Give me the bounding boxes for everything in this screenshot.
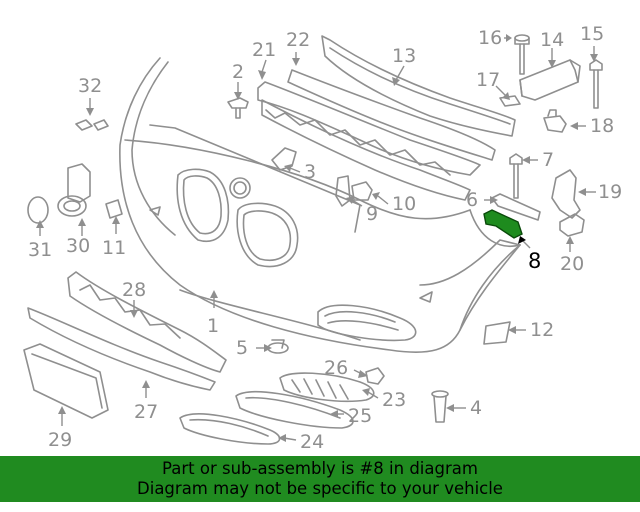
banner-line-2: Diagram may not be specific to your vehi… bbox=[137, 479, 503, 498]
callout-20: 20 bbox=[560, 253, 584, 275]
callout-1: 1 bbox=[207, 315, 219, 337]
callout-9: 9 bbox=[366, 203, 378, 225]
rivet-4 bbox=[431, 390, 449, 423]
strip-27 bbox=[27, 307, 216, 391]
callout-17: 17 bbox=[476, 69, 500, 91]
parts-diagram: 1 2 3 4 5 6 7 8 9 10 11 12 13 14 15 16 1… bbox=[23, 23, 622, 453]
callout-7: 7 bbox=[542, 149, 554, 171]
bracket-19 bbox=[551, 169, 581, 219]
plate-29 bbox=[23, 343, 109, 419]
callout-12: 12 bbox=[530, 319, 554, 341]
trim-25 bbox=[235, 390, 354, 429]
leader-lines bbox=[36, 34, 598, 442]
callout-24: 24 bbox=[300, 431, 324, 453]
callout-29: 29 bbox=[48, 429, 72, 451]
callout-30: 30 bbox=[66, 235, 90, 257]
callout-26: 26 bbox=[324, 357, 348, 379]
bracket-3 bbox=[271, 147, 297, 171]
reinforcement-bar bbox=[321, 35, 516, 137]
callout-21: 21 bbox=[252, 39, 276, 61]
cover-12 bbox=[483, 321, 511, 345]
tape-11 bbox=[105, 199, 123, 219]
clip-17 bbox=[499, 95, 521, 107]
callout-31: 31 bbox=[28, 239, 52, 261]
part-8-highlighted bbox=[483, 209, 523, 239]
banner-line-1: Part or sub-assembly is #8 in diagram bbox=[162, 459, 478, 478]
callout-32: 32 bbox=[78, 75, 102, 97]
bolt-16 bbox=[514, 34, 530, 75]
clip-10 bbox=[351, 181, 373, 201]
lower-trim-28 bbox=[67, 271, 227, 373]
bracket-14 bbox=[519, 59, 581, 101]
nut-18 bbox=[543, 109, 567, 133]
clip-26 bbox=[365, 367, 385, 385]
sensor-30 bbox=[57, 163, 91, 217]
callout-28: 28 bbox=[122, 279, 146, 301]
ring-31 bbox=[27, 196, 49, 224]
bolt-15 bbox=[589, 59, 603, 109]
upper-carrier bbox=[257, 69, 496, 201]
trim-24 bbox=[179, 413, 281, 445]
grommet-32 bbox=[75, 119, 109, 131]
callout-11: 11 bbox=[102, 237, 126, 259]
clip-20 bbox=[559, 213, 585, 237]
callout-13: 13 bbox=[392, 45, 416, 67]
bar-6 bbox=[491, 193, 541, 221]
clip-5 bbox=[267, 339, 289, 354]
callout-6: 6 bbox=[466, 189, 478, 211]
callout-5: 5 bbox=[236, 337, 248, 359]
callout-27: 27 bbox=[134, 401, 158, 423]
callout-14: 14 bbox=[540, 29, 564, 51]
part-info-banner: Part or sub-assembly is #8 in diagram Di… bbox=[0, 456, 640, 502]
callout-22: 22 bbox=[286, 29, 310, 51]
callout-19: 19 bbox=[598, 181, 622, 203]
bracket-9 bbox=[335, 175, 351, 207]
callout-2: 2 bbox=[232, 61, 244, 83]
callout-15: 15 bbox=[580, 23, 604, 45]
callout-18: 18 bbox=[590, 115, 614, 137]
clip-2 bbox=[227, 97, 249, 119]
callout-23: 23 bbox=[382, 389, 406, 411]
callout-25: 25 bbox=[348, 405, 372, 427]
callout-labels: 1 2 3 4 5 6 7 8 9 10 11 12 13 14 15 16 1… bbox=[28, 23, 622, 453]
callout-3: 3 bbox=[304, 161, 316, 183]
callout-4: 4 bbox=[470, 397, 482, 419]
bolt-7 bbox=[509, 153, 523, 199]
bumper-cover bbox=[119, 57, 521, 353]
callout-16: 16 bbox=[478, 27, 502, 49]
callout-10: 10 bbox=[392, 193, 416, 215]
callout-8: 8 bbox=[528, 249, 541, 273]
fog-grille-23 bbox=[279, 372, 375, 403]
